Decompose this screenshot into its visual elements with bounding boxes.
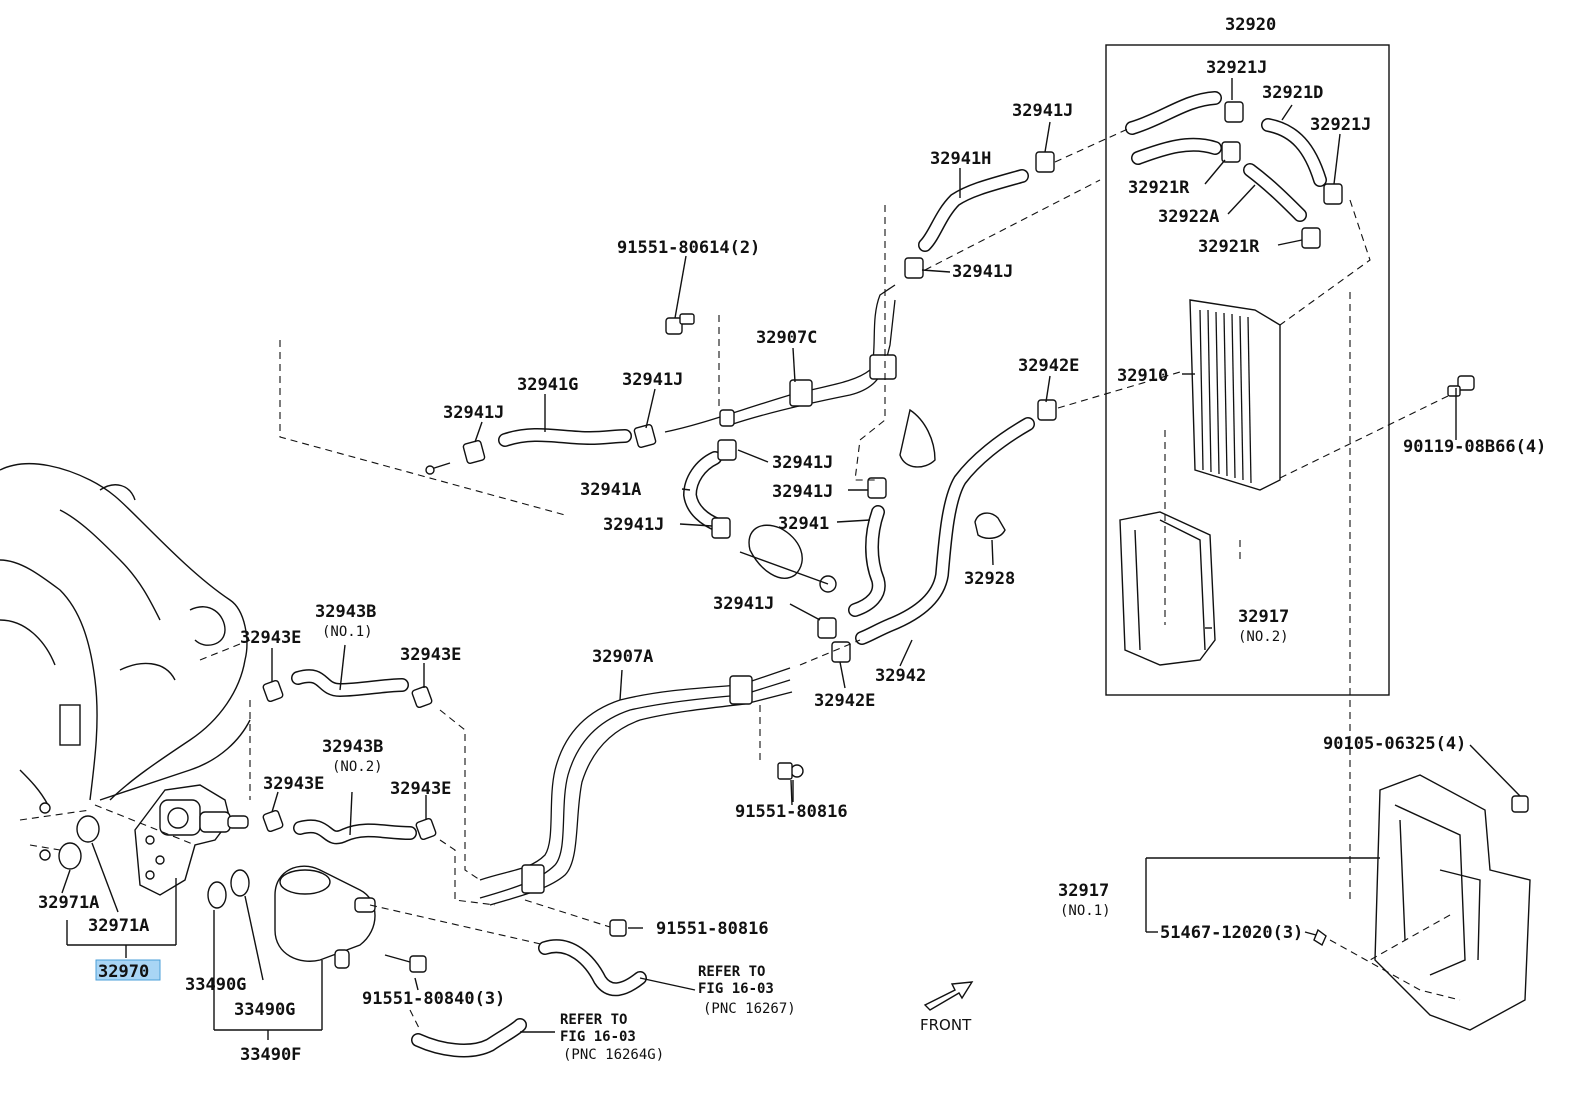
label-32941j: 32941J (443, 403, 504, 423)
label-32942: 32942 (875, 666, 926, 686)
bolt-91551-80816 (609, 919, 627, 937)
label-51467: 51467-12020(3) (1160, 923, 1303, 943)
label-32917: 32917 (1058, 881, 1109, 901)
label-32941j: 32941J (603, 515, 664, 535)
label-32941h: 32941H (930, 149, 991, 169)
label-32943e: 32943E (240, 628, 301, 648)
dashed-guides (19, 127, 1461, 1031)
label-32971a: 32971A (88, 916, 149, 936)
label-32917-sub: (NO.1) (1060, 903, 1111, 919)
label-32921j: 32921J (1310, 115, 1371, 135)
label-33490g: 33490G (234, 1000, 295, 1020)
front-arrow-icon (923, 981, 974, 1011)
hose-32942 (817, 399, 1057, 663)
hose-pnc-16267 (538, 939, 647, 997)
hose-32943b-no2 (262, 809, 437, 845)
label-32971a: 32971A (38, 893, 99, 913)
label-32921r: 32921R (1198, 237, 1260, 257)
label-32941j: 32941J (622, 370, 683, 390)
hose-32943b-no1 (262, 669, 433, 709)
oil-cooler-33490 (207, 865, 376, 1030)
label-32928: 32928 (964, 569, 1015, 589)
pipe-32907a (479, 667, 804, 906)
label-32921d: 32921D (1262, 83, 1323, 103)
hose-32941 (739, 477, 887, 617)
bolt-91551-80614 (665, 313, 695, 335)
label-90105: 90105-06325(4) (1323, 734, 1466, 754)
refer-line-3: (PNC 16264G) (563, 1047, 664, 1063)
label-32943e: 32943E (263, 774, 324, 794)
label-32921r: 32921R (1128, 178, 1190, 198)
label-91551-80614: 91551-80614(2) (617, 238, 760, 258)
label-90119: 90119-08B66(4) (1403, 437, 1546, 457)
label-32941j: 32941J (952, 262, 1013, 282)
label-32943e: 32943E (400, 645, 461, 665)
highlight-box (95, 959, 161, 981)
label-32943b: 32943B (322, 737, 383, 757)
pipe-32907c (664, 284, 897, 433)
label-32943e: 32943E (390, 779, 451, 799)
label-91551-80816: 91551-80816 (735, 802, 848, 822)
label-32917: 32917 (1238, 607, 1289, 627)
label-32922a: 32922A (1158, 207, 1219, 227)
label-32941j: 32941J (713, 594, 774, 614)
label-32917-sub: (NO.2) (1238, 629, 1289, 645)
label-32920: 32920 (1225, 15, 1276, 35)
refer-line-1: REFER TO (560, 1012, 627, 1028)
label-32941j: 32941J (1012, 101, 1073, 121)
hose-32941g (425, 423, 657, 475)
label-32942e: 32942E (1018, 356, 1079, 376)
label-32907a: 32907A (592, 647, 653, 667)
hose-32941a (683, 439, 737, 539)
label-33490g: 33490G (185, 975, 246, 995)
label-32941g: 32941G (517, 375, 578, 395)
label-32910: 32910 (1117, 366, 1168, 386)
label-32921j: 32921J (1206, 58, 1267, 78)
label-32907c: 32907C (756, 328, 817, 348)
clip-32928 (974, 512, 1006, 539)
label-32941: 32941 (778, 514, 829, 534)
leader-lines (66, 78, 1521, 1040)
refer-line-2: FIG 16-03 (698, 981, 774, 997)
oil-adapter-assembly (58, 784, 249, 913)
bolt-90119 (1447, 375, 1475, 397)
label-32943b: 32943B (315, 602, 376, 622)
hose-pnc-16264g (411, 1018, 527, 1058)
label-91551-80840: 91551-80840(3) (362, 989, 505, 1009)
hose-32941h (904, 151, 1055, 279)
label-32941j: 32941J (772, 453, 833, 473)
label-32943b-sub: (NO.2) (332, 759, 383, 775)
label-33490f: 33490F (240, 1045, 301, 1065)
label-91551-80816: 91551-80816 (656, 919, 769, 939)
refer-line-2: FIG 16-03 (560, 1029, 636, 1045)
refer-line-3: (PNC 16267) (703, 1001, 796, 1017)
label-32941a: 32941A (580, 480, 641, 500)
part-labels: 32920 32921J 32921D 32921J 32921R 32922A… (38, 15, 1546, 1065)
label-32941j: 32941J (772, 482, 833, 502)
transmission-housing (0, 462, 251, 861)
cooler-assembly-32920 (1105, 44, 1390, 696)
label-32943b-sub: (NO.1) (322, 624, 373, 640)
bracket-32917-no1 (1313, 774, 1531, 1031)
refer-line-1: REFER TO (698, 964, 765, 980)
front-label: FRONT (920, 1016, 972, 1034)
label-32970[interactable]: 32970 (98, 962, 149, 982)
label-32942e: 32942E (814, 691, 875, 711)
bolt-91551-80840 (384, 954, 427, 973)
